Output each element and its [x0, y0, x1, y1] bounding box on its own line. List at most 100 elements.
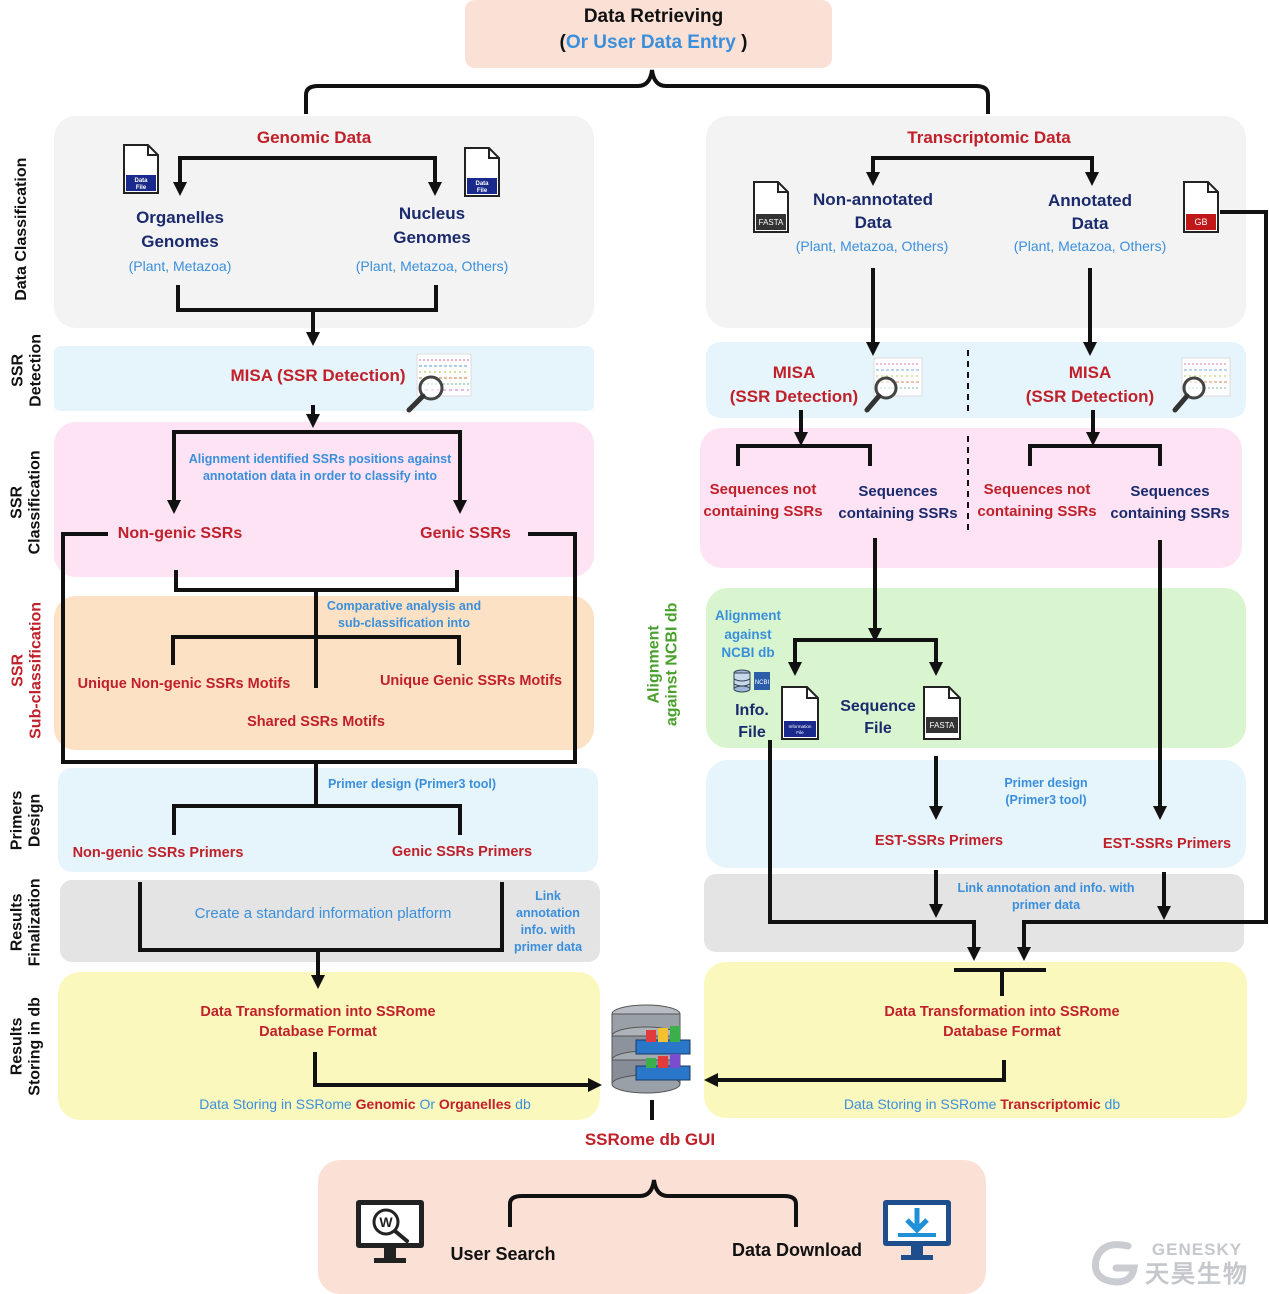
- genomic-misa-label: MISA (SSR Detection): [230, 366, 406, 385]
- genomic-storing-b: Genomic: [355, 1096, 416, 1112]
- genomic-transform-2: Database Format: [259, 1024, 377, 1040]
- gui-title: SSRome db GUI: [584, 1130, 716, 1149]
- side-label-data-classification: Data Classification: [12, 157, 30, 301]
- svg-text:FASTA: FASTA: [759, 218, 784, 227]
- genomic-transform-1: Data Transformation into SSRome: [200, 1004, 436, 1020]
- tr-transform-2: Database Format: [943, 1024, 1061, 1040]
- tr-link-note-2: primer data: [1011, 898, 1081, 912]
- side-ssr-class-2: Classification: [27, 450, 44, 555]
- side-alignment-1: Alignment: [645, 625, 663, 704]
- web-search-monitor-icon: W: [356, 1200, 424, 1263]
- annotated-label-1: Annotated: [1047, 191, 1133, 210]
- genic-primers-label: Genic SSRs Primers: [391, 844, 533, 860]
- shared-motifs: Shared SSRs Motifs: [247, 714, 385, 730]
- est-primers-left: EST-SSRs Primers: [874, 833, 1004, 849]
- comparative-note-2: sub-classification into: [338, 616, 470, 630]
- svg-text:File: File: [136, 185, 147, 191]
- side-results-fin-2: Finalization: [27, 878, 44, 967]
- transcriptomic-detection-panel: [706, 342, 1246, 418]
- transcriptomic-classification-panel: [706, 116, 1246, 328]
- nucleus-sub: (Plant, Metazoa, Others): [355, 258, 509, 274]
- side-ssr-sub-2: Sub-classification: [28, 601, 45, 739]
- seq-cont-right-2: containing SSRs: [1110, 505, 1230, 522]
- svg-text:FASTA: FASTA: [930, 721, 955, 730]
- tr-storing-c: db: [1100, 1096, 1121, 1112]
- nongenic-ssrs-label: Non-genic SSRs: [117, 525, 243, 542]
- tr-storing-a: Data Storing in SSRome: [843, 1096, 1001, 1112]
- side-primers-1: Primers: [8, 790, 26, 851]
- organelles-sub: (Plant, Metazoa): [128, 258, 232, 274]
- genomic-storing-e: db: [511, 1096, 531, 1112]
- header-subtitle: (Or User Data Entry ): [465, 32, 842, 55]
- standard-platform-label: Create a standard information platform: [194, 905, 452, 922]
- genomic-storing-panel: [58, 972, 600, 1120]
- side-results-fin-1: Results: [8, 893, 26, 952]
- nonannotated-label-1: Non-annotated: [813, 190, 933, 209]
- svg-text:NCBI: NCBI: [755, 680, 770, 686]
- tr-storing-label: Data Storing in SSRome Transcriptomic db: [812, 1096, 1152, 1113]
- nonannotated-sub: (Plant, Metazoa, Others): [795, 238, 949, 254]
- watermark-en: GENESKY: [1151, 1240, 1243, 1259]
- side-ssr-detection-2: Detection: [28, 333, 45, 407]
- alignment-note-1: Alignment identified SSRs positions agai…: [188, 452, 452, 466]
- fasta-file-icon: FASTA: [753, 181, 789, 233]
- tr-storing-b: Transcriptomic: [1000, 1096, 1101, 1112]
- info-file-label-1: Info.: [735, 702, 769, 719]
- comparative-note-1: Comparative analysis and: [326, 599, 482, 613]
- seq-not-left-2: containing SSRs: [703, 503, 823, 520]
- genomic-link-note-2: annotation: [516, 906, 580, 920]
- unique-genic-motifs: Unique Genic SSRs Motifs: [379, 673, 563, 689]
- est-primers-right: EST-SSRs Primers: [1102, 836, 1232, 852]
- svg-text:Data: Data: [134, 178, 148, 184]
- magnifier-sequence-icon: [864, 357, 923, 413]
- genomic-detection-panel: [54, 346, 594, 411]
- transcriptomic-storing-panel: [704, 962, 1247, 1118]
- alignment-note-2: annotation data in order to classify int…: [202, 469, 438, 483]
- magnifier-sequence-icon: [1172, 357, 1231, 413]
- header-box: [465, 0, 832, 68]
- tr-primer-design-2: (Primer3 tool): [1005, 793, 1087, 807]
- organelles-label-2: Genomes: [141, 232, 219, 251]
- genomic-storing-c: Or: [415, 1096, 439, 1112]
- database-server-icon: [611, 1004, 691, 1094]
- user-search-label: User Search: [450, 1244, 556, 1264]
- annotated-label-2: Data: [1071, 214, 1109, 233]
- magnifier-sequence-icon: [406, 353, 472, 413]
- tr-transform-1: Data Transformation into SSRome: [884, 1004, 1120, 1020]
- alignment-note-tr-1: Alignment: [715, 608, 781, 623]
- data-file-icon: Data File: [123, 144, 159, 194]
- genomic-link-note-4: primer data: [513, 940, 583, 954]
- side-results-store-2: Storing in db: [27, 997, 44, 1096]
- ncbi-database-icon: NCBI: [733, 669, 770, 693]
- side-alignment-2: against NCBI db: [664, 602, 681, 727]
- tr-misa-right-1: MISA: [1068, 363, 1112, 382]
- data-download-label: Data Download: [731, 1240, 862, 1260]
- nucleus-label-1: Nucleus: [398, 204, 466, 223]
- seq-cont-right-1: Sequences: [1130, 483, 1210, 500]
- tr-misa-left-2: (SSR Detection): [729, 387, 859, 406]
- genomic-link-note-3: info. with: [520, 923, 576, 937]
- svg-text:W: W: [379, 1214, 393, 1230]
- unique-nongenic-motifs: Unique Non-genic SSRs Motifs: [77, 676, 291, 692]
- sequence-file-label-2: File: [864, 720, 892, 737]
- sequence-file-label-1: Sequence: [840, 698, 916, 715]
- transcriptomic-data-title: Transcriptomic Data: [907, 128, 1071, 147]
- header-user-entry: Or User Data Entry: [565, 32, 736, 53]
- genomic-storing-label: Data Storing in SSRome Genomic Or Organe…: [160, 1096, 570, 1113]
- tr-misa-left-1: MISA: [772, 363, 816, 382]
- seq-cont-left-1: Sequences: [858, 483, 938, 500]
- svg-text:GB: GB: [1194, 217, 1207, 227]
- header-title: Data Retrieving: [583, 6, 724, 27]
- genomic-storing-a: Data Storing in SSRome: [199, 1096, 356, 1112]
- seq-cont-left-2: containing SSRs: [838, 505, 958, 522]
- genomic-primers-panel: [58, 768, 598, 872]
- alignment-note-tr-2: against: [724, 627, 772, 642]
- annotated-sub: (Plant, Metazoa, Others): [1013, 238, 1167, 254]
- nonannotated-label-2: Data: [854, 213, 892, 232]
